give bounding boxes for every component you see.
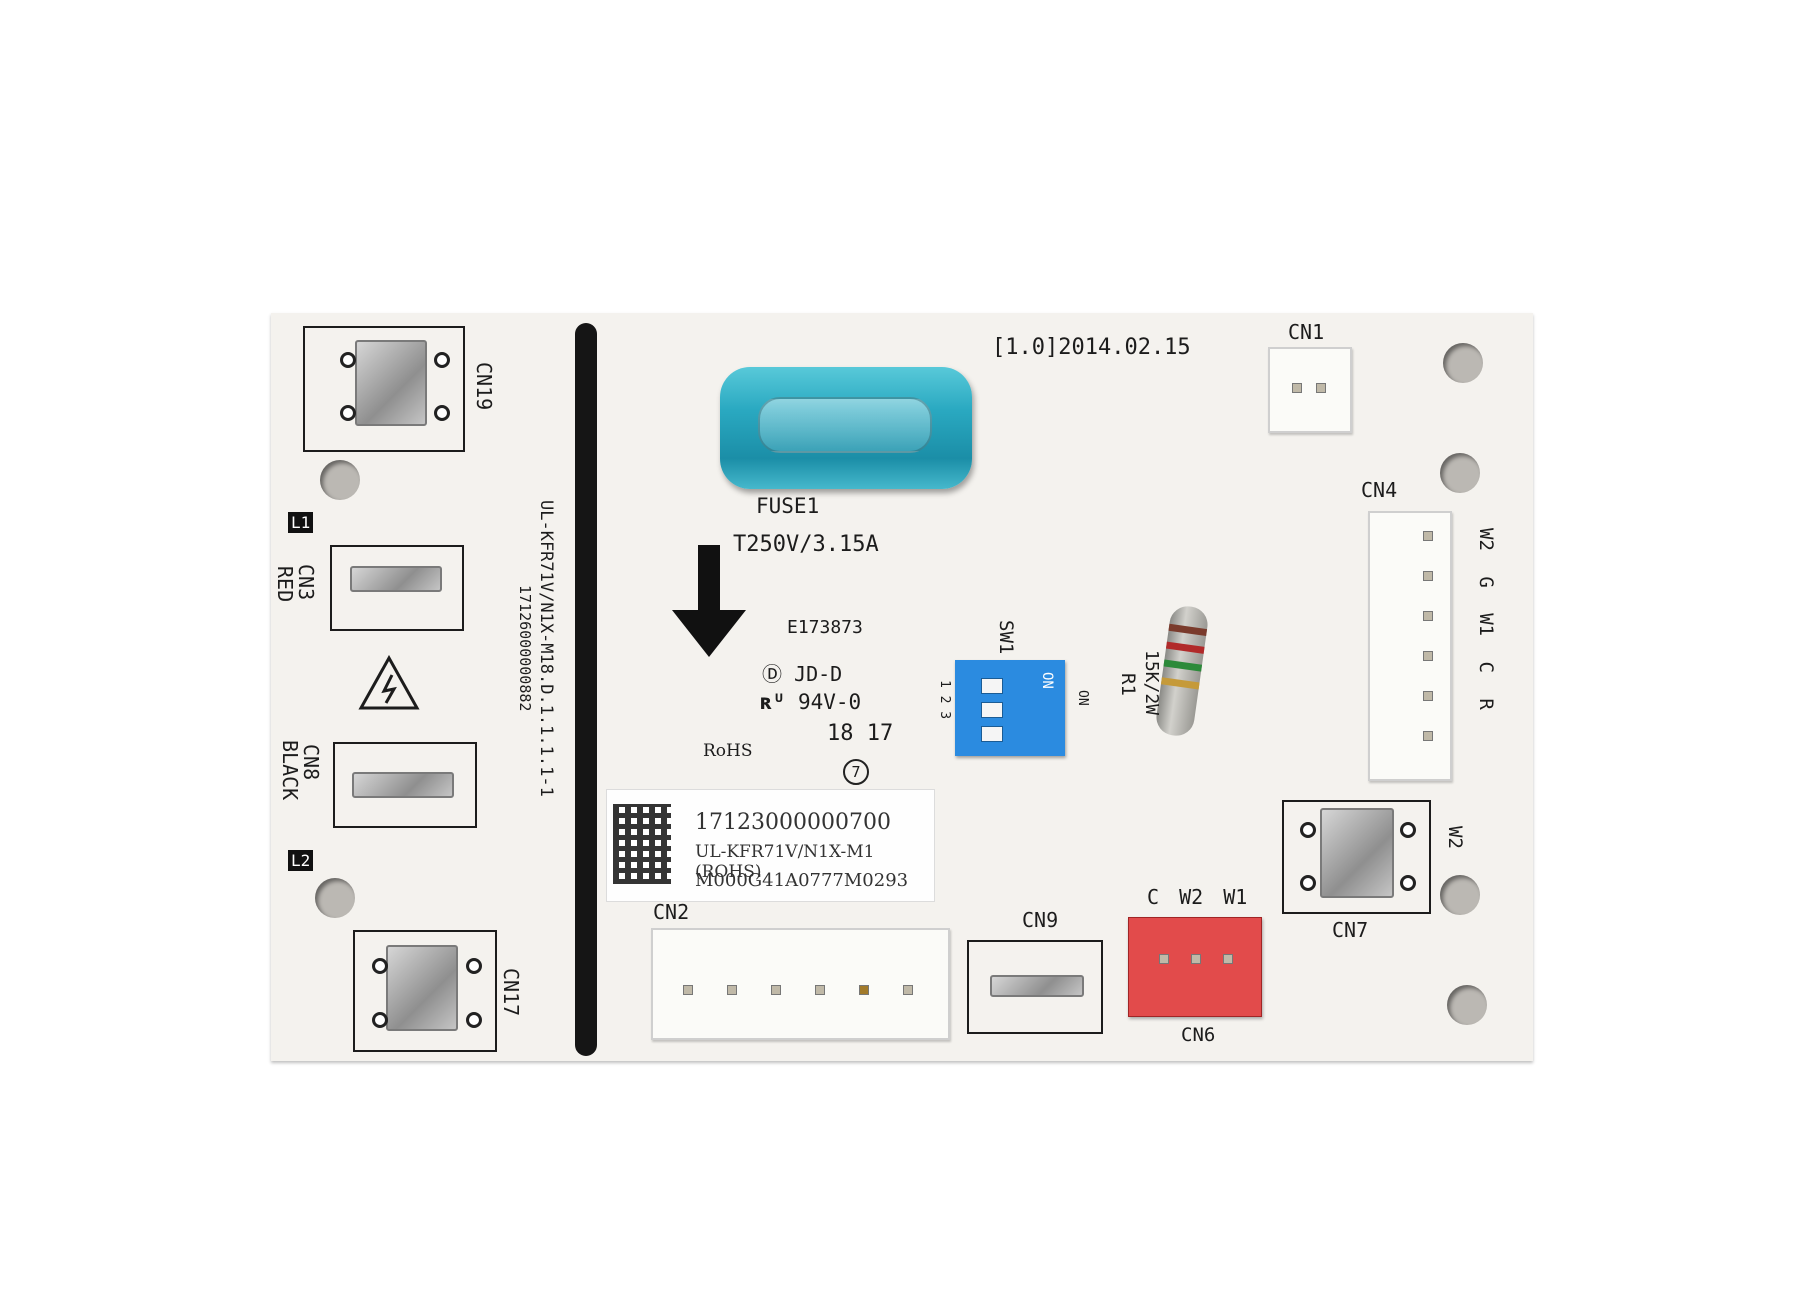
cn6-connector	[1128, 917, 1262, 1017]
sticker-serial: 17123000000700	[695, 810, 891, 835]
sw1-label: SW1	[995, 620, 1017, 655]
l2-marker: L2	[288, 850, 314, 871]
cn2-connector	[651, 928, 950, 1040]
dip-switch-3[interactable]	[981, 726, 1003, 742]
cn7-label: CN7	[1332, 918, 1369, 942]
board-serial-number: 17126000000882	[516, 585, 534, 712]
cn9-terminal	[990, 975, 1084, 997]
cn8-color-label: BLACK	[278, 740, 302, 801]
via	[434, 405, 450, 421]
cn4-label: CN4	[1361, 478, 1398, 502]
cn19-label: CN19	[472, 362, 496, 411]
cn17-terminal	[386, 945, 458, 1031]
fuse-label: FUSE1	[756, 494, 820, 518]
mounting-hole	[1440, 453, 1480, 493]
cn19-outline	[303, 326, 465, 452]
rohs-text: RoHS	[703, 741, 753, 761]
fuse	[720, 367, 972, 489]
via	[340, 405, 356, 421]
cn17-outline	[353, 930, 497, 1052]
flammability-text: 94V-0	[797, 690, 862, 714]
dip-switch-2[interactable]	[981, 702, 1003, 718]
via	[434, 352, 450, 368]
via	[466, 958, 482, 974]
cn19-terminal	[355, 340, 427, 426]
cn7-terminal	[1320, 808, 1394, 898]
date-code: [1.0]2014.02.15	[992, 335, 1191, 360]
cn6-pin-labels: C W2 W1	[1147, 885, 1248, 909]
cn9-label: CN9	[1022, 908, 1059, 932]
barcode-sticker: 17123000000700 UL-KFR71V/N1X-M1 (ROHS) M…	[606, 789, 935, 902]
cn3-label: CN3	[294, 564, 318, 601]
dip-switch-1[interactable]	[981, 678, 1003, 694]
cn9-outline	[967, 940, 1103, 1034]
r1-label: R1	[1117, 673, 1139, 696]
cn1-label: CN1	[1288, 320, 1325, 344]
maker-mark: Ⓓ JD-D	[762, 658, 842, 687]
mounting-hole	[1440, 875, 1480, 915]
sticker-model: UL-KFR71V/N1X-M1 (ROHS)	[695, 842, 875, 882]
cn7-outline	[1282, 800, 1431, 914]
cn4-pin-labels: W2 G W1 C R	[1475, 528, 1497, 710]
mounting-hole	[315, 878, 355, 918]
down-arrow-icon	[672, 545, 746, 657]
dip-on-silk: ON	[1075, 690, 1090, 706]
high-voltage-warning-icon	[358, 655, 420, 710]
via	[466, 1012, 482, 1028]
mounting-hole	[320, 460, 360, 500]
l1-marker: L1	[288, 512, 314, 533]
circle-mark: 7	[843, 759, 869, 785]
cn3-outline	[330, 545, 464, 631]
cn2-label: CN2	[653, 900, 690, 924]
cn3-terminal	[350, 566, 442, 592]
via	[1300, 822, 1316, 838]
week-code: 18 17	[827, 721, 894, 746]
mounting-hole	[1447, 985, 1487, 1025]
board-divider-line	[575, 323, 597, 1056]
cn4-connector	[1368, 511, 1452, 781]
via	[372, 1012, 388, 1028]
cn1-connector	[1268, 347, 1352, 433]
qr-code-icon	[613, 804, 671, 884]
dip-numbers: 1 2 3	[937, 680, 952, 720]
via	[1400, 822, 1416, 838]
via	[1300, 875, 1316, 891]
cn6-label: CN6	[1181, 1024, 1216, 1046]
cn17-label: CN17	[499, 968, 523, 1017]
cn7-pin-label: W2	[1444, 826, 1466, 849]
cn8-terminal	[352, 772, 454, 798]
via	[340, 352, 356, 368]
cn8-outline	[333, 742, 477, 828]
maker-mark-text: JD-D	[794, 662, 843, 686]
dip-on-label: ON	[1039, 672, 1055, 689]
via	[1400, 875, 1416, 891]
via	[372, 958, 388, 974]
ul-logo-icon: ʀᵁ	[760, 690, 786, 714]
dip-switch[interactable]: ON	[955, 660, 1065, 756]
board-part-number: UL-KFR71V/N1X-M18.D.1.1.1.1-1	[536, 500, 556, 797]
cert-code: E173873	[787, 617, 863, 638]
mounting-hole	[1443, 343, 1483, 383]
flammability-rating: ʀᵁ 94V-0	[760, 690, 861, 714]
sticker-code: M000G41A0777M0293	[695, 870, 909, 891]
r1-value: 15K/2W	[1141, 650, 1162, 716]
fuse-rating: T250V/3.15A	[733, 532, 879, 557]
cn3-color-label: RED	[273, 566, 297, 603]
cn8-label: CN8	[299, 744, 323, 781]
maker-logo-icon: Ⓓ	[762, 662, 782, 686]
